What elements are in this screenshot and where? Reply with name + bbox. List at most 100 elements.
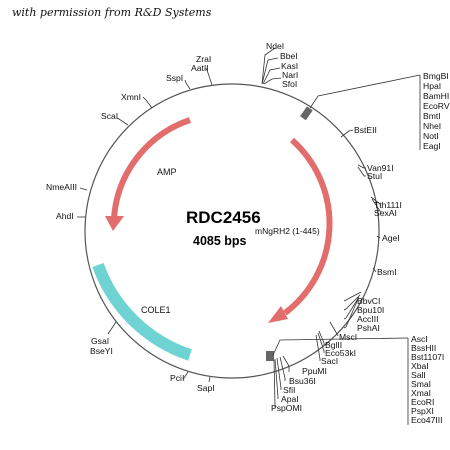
site-ahdI: AhdI: [56, 211, 74, 221]
site-bglII: BglII: [325, 340, 342, 350]
tick-top-4: [263, 77, 282, 85]
tick-age: [376, 235, 381, 239]
site-bbvCI: BbvCI: [357, 296, 380, 306]
site-notI: NotI: [423, 131, 439, 141]
site-eco47III: Eco47III: [411, 415, 443, 425]
tick-psp: [273, 359, 276, 407]
site-kasI: KasI: [281, 61, 298, 71]
credit-line: with permission from R&D Systems: [12, 6, 212, 19]
site-pshAI: PshAI: [357, 323, 380, 333]
amp-arrow: [111, 117, 191, 219]
site-van91I: Van91I: [367, 163, 394, 173]
tick-bgl: [318, 330, 325, 345]
tick-top: [261, 47, 276, 85]
site-pspOMI: PspOMI: [271, 403, 302, 413]
site-ageI: AgeI: [382, 233, 400, 243]
site-xmnI: XmnI: [121, 92, 141, 102]
site-bsu36I: Bsu36I: [289, 376, 316, 386]
site-nheI: NheI: [423, 121, 441, 131]
tick-tth: [370, 196, 382, 207]
site-pciI: PciI: [170, 373, 184, 383]
site-salI: SalI: [411, 370, 426, 380]
mcs1-marker: [300, 106, 313, 121]
site-zraI: ZraI: [196, 54, 211, 64]
site-scaI: ScaI: [101, 111, 118, 121]
site-bsmI: BsmI: [377, 267, 397, 277]
tick-sap: [208, 376, 211, 383]
tick-acc: [343, 296, 360, 320]
site-apaI: ApaI: [281, 394, 299, 404]
site-ndeI: NdeI: [266, 41, 284, 51]
tick-pci: [182, 371, 189, 380]
site-bstEII: BstEII: [354, 125, 377, 135]
site-ppuMI: PpuMI: [302, 366, 327, 376]
tick-ssp: [184, 79, 191, 90]
site-bmtI: BmtI: [423, 111, 441, 121]
insert-label: mNgRH2 (1-445): [255, 226, 320, 236]
tick-bpu: [343, 294, 361, 311]
site-eagI: EagI: [423, 141, 441, 151]
tick-apa: [274, 358, 279, 399]
tick-sex: [371, 198, 382, 214]
tick-xmn: [142, 96, 153, 109]
tick-bst: [340, 129, 354, 138]
site-ascI: AscI: [411, 334, 428, 344]
site-gsaI: GsaI: [91, 336, 109, 346]
site-sexAI: SexAI: [374, 208, 397, 218]
tick-stu: [357, 166, 366, 177]
site-bseYI: BseYI: [90, 346, 113, 356]
site-narI: NarI: [282, 70, 298, 80]
tick-top-2: [261, 57, 279, 85]
tick-gsa: [107, 321, 117, 335]
tick-sac: [315, 334, 321, 361]
tick-bsm: [372, 267, 377, 273]
site-xmaI: XmaI: [411, 388, 431, 398]
site-ecoRV: EcoRV: [423, 101, 450, 111]
tick-zra: [205, 67, 213, 86]
site-bmgBI: BmgBI: [423, 71, 449, 81]
feature-label-cole1: COLE1: [141, 305, 171, 315]
site-xbaI: XbaI: [411, 361, 429, 371]
mcs2-marker: [266, 351, 274, 361]
site-aatII: AatII: [191, 63, 209, 73]
tick-psh: [343, 298, 359, 329]
site-bssHII: BssHII: [411, 343, 436, 353]
site-eco53kI: Eco53kI: [325, 348, 356, 358]
plasmid-backbone: [84, 83, 380, 379]
feature-label-amp: AMP: [157, 167, 177, 177]
tick-ppu: [282, 355, 290, 372]
tick-top-3: [262, 67, 281, 85]
site-ecoRI: EcoRI: [411, 397, 434, 407]
tick-bbv: [343, 291, 362, 302]
site-bpu10I: Bpu10I: [357, 305, 384, 315]
site-sfiI: SfiI: [283, 385, 295, 395]
tick-van: [357, 164, 366, 169]
tick-sca: [116, 117, 129, 126]
tick-mcs2: [272, 337, 409, 356]
site-bst1107I: Bst1107I: [411, 352, 444, 362]
site-sspI: SspI: [166, 73, 183, 83]
site-tth111I: Tth111I: [374, 200, 402, 210]
site-sacI: SacI: [321, 356, 338, 366]
cole1-feature: [92, 262, 192, 361]
site-smaI: SmaI: [411, 379, 431, 389]
site-nmeAIII: NmeAIII: [46, 182, 77, 192]
site-accIII: AccIII: [357, 314, 379, 324]
tick-bsu: [279, 356, 286, 381]
plasmid-name: RDC2456: [186, 208, 261, 227]
site-stuI: StuI: [367, 171, 382, 181]
amp-arrowhead: [105, 216, 124, 231]
site-bamHI: BamHI: [423, 91, 449, 101]
site-sfoI: SfoI: [282, 79, 297, 89]
tick-sfi: [276, 357, 282, 390]
tick-nme: [79, 187, 88, 191]
site-pspXI: PspXI: [411, 406, 434, 416]
tick-msc: [329, 321, 339, 337]
insert-arrowhead: [268, 306, 288, 323]
site-mscI: MscI: [339, 332, 357, 342]
insert-arrow: [283, 137, 333, 316]
site-hpaI: HpaI: [423, 81, 441, 91]
site-bbeI: BbeI: [280, 51, 298, 61]
